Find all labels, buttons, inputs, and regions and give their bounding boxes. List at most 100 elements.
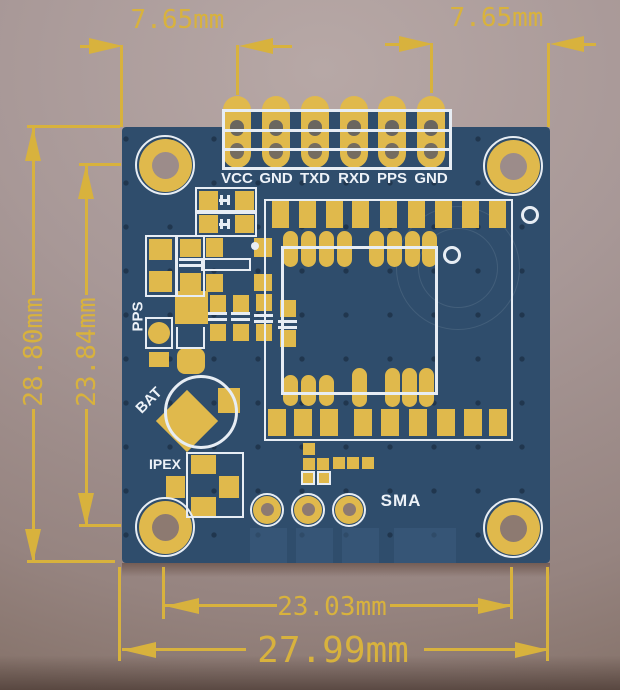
smd-pad [299, 200, 316, 228]
sma-pad-ring [332, 493, 366, 527]
silkscreen-outline [222, 109, 452, 170]
pad-hole [424, 120, 438, 136]
dimension-arrow [122, 642, 156, 658]
smd-pad [301, 471, 315, 485]
smd-pad [254, 238, 272, 257]
silkscreen-outline [176, 327, 205, 349]
smd-pad [380, 200, 397, 228]
dimension-line [546, 567, 549, 661]
dimension-line [578, 43, 596, 46]
via-ring [521, 206, 539, 224]
silkscreen-mark [219, 199, 230, 202]
smd-pad [462, 200, 479, 228]
pad-hole [308, 120, 322, 136]
dim-hole-span-vertical: 23.84mm [72, 297, 102, 407]
smd-pad [437, 409, 455, 436]
smd-pad [235, 215, 254, 233]
smd-pad [149, 352, 169, 367]
dimension-arrow [165, 598, 199, 614]
smd-pad [149, 239, 172, 260]
copper-area [342, 528, 379, 563]
silkscreen-outline [281, 246, 438, 395]
smd-pad [381, 409, 399, 436]
dimension-line [424, 648, 548, 651]
dimension-arrow [25, 529, 41, 563]
smd-pad [320, 409, 338, 436]
silkscreen-mark [179, 264, 201, 267]
dimension-line [32, 127, 35, 295]
board-shadow [122, 563, 550, 577]
module-pad [319, 375, 334, 406]
smd-pad [294, 409, 312, 436]
silkscreen-mark [208, 318, 227, 321]
smd-pad [326, 200, 343, 228]
dim-top-right: 7.65mm [449, 3, 544, 33]
module-pad [337, 231, 352, 267]
smd-pad [254, 274, 272, 291]
dimension-line [270, 45, 292, 48]
silkscreen-outline [195, 212, 257, 237]
mounting-hole-ring [135, 135, 195, 195]
smd-pad [303, 443, 315, 455]
dimension-arrow [25, 127, 41, 161]
pin-label-rxd: RXD [338, 170, 370, 187]
dimension-line [79, 163, 121, 166]
dimension-line [390, 604, 512, 607]
dimension-line [32, 409, 35, 563]
via-ring [443, 246, 461, 264]
dimension-arrow [239, 38, 273, 54]
module-pad [387, 231, 402, 267]
silkscreen-mark [254, 314, 273, 317]
smd-pad [180, 239, 201, 257]
dim-board-width: 27.99mm [257, 630, 409, 671]
smd-pad [210, 295, 226, 312]
sma-pad-ring [291, 493, 325, 527]
silkscreen-dot [251, 242, 259, 250]
copper-area [296, 528, 333, 563]
pad-hole [385, 143, 399, 159]
dim-top-left: 7.65mm [130, 5, 225, 35]
module-pad [301, 375, 316, 406]
smd-pad [409, 409, 427, 436]
smd-pad [333, 457, 345, 469]
mounting-hole [499, 514, 527, 542]
label-sma: SMA [380, 491, 422, 510]
silkscreen-mark [219, 223, 230, 226]
module-pad [352, 368, 367, 407]
pad-hole [424, 143, 438, 159]
dimension-line [385, 43, 405, 46]
pin-label-pps: PPS [376, 170, 407, 187]
pad-hole [308, 143, 322, 159]
dimension-arrow [478, 598, 512, 614]
silkscreen-outline [201, 258, 251, 271]
dimension-line [27, 125, 120, 128]
pin-label-txd: TXD [300, 170, 330, 187]
smd-pad [280, 330, 296, 347]
sma-hole [261, 503, 274, 516]
smd-pad [303, 458, 315, 470]
dimension-line [236, 45, 239, 95]
dimension-line [547, 43, 550, 127]
pad-hole [269, 143, 283, 159]
smd-pad [489, 409, 507, 436]
smd-pad [268, 409, 286, 436]
copper-area [394, 528, 456, 563]
module-pad [422, 231, 437, 267]
dim-hole-span-horizontal: 23.03mm [277, 592, 387, 622]
pad-hole [230, 143, 244, 159]
silkscreen-outline [145, 235, 177, 297]
smd-pad [317, 471, 331, 485]
smd-pad [317, 458, 329, 470]
smd-pad [199, 215, 218, 233]
module-pad [283, 231, 298, 267]
dimension-line [162, 567, 165, 619]
sma-pad-ring [250, 493, 284, 527]
silkscreen-outline [186, 452, 244, 518]
smd-pad [206, 238, 223, 257]
smd-pad [233, 324, 249, 341]
dimension-line [120, 45, 123, 127]
mounting-hole-ring [135, 497, 195, 557]
dimension-line [85, 165, 88, 295]
smd-pad [148, 322, 170, 344]
smd-pad [149, 271, 172, 292]
